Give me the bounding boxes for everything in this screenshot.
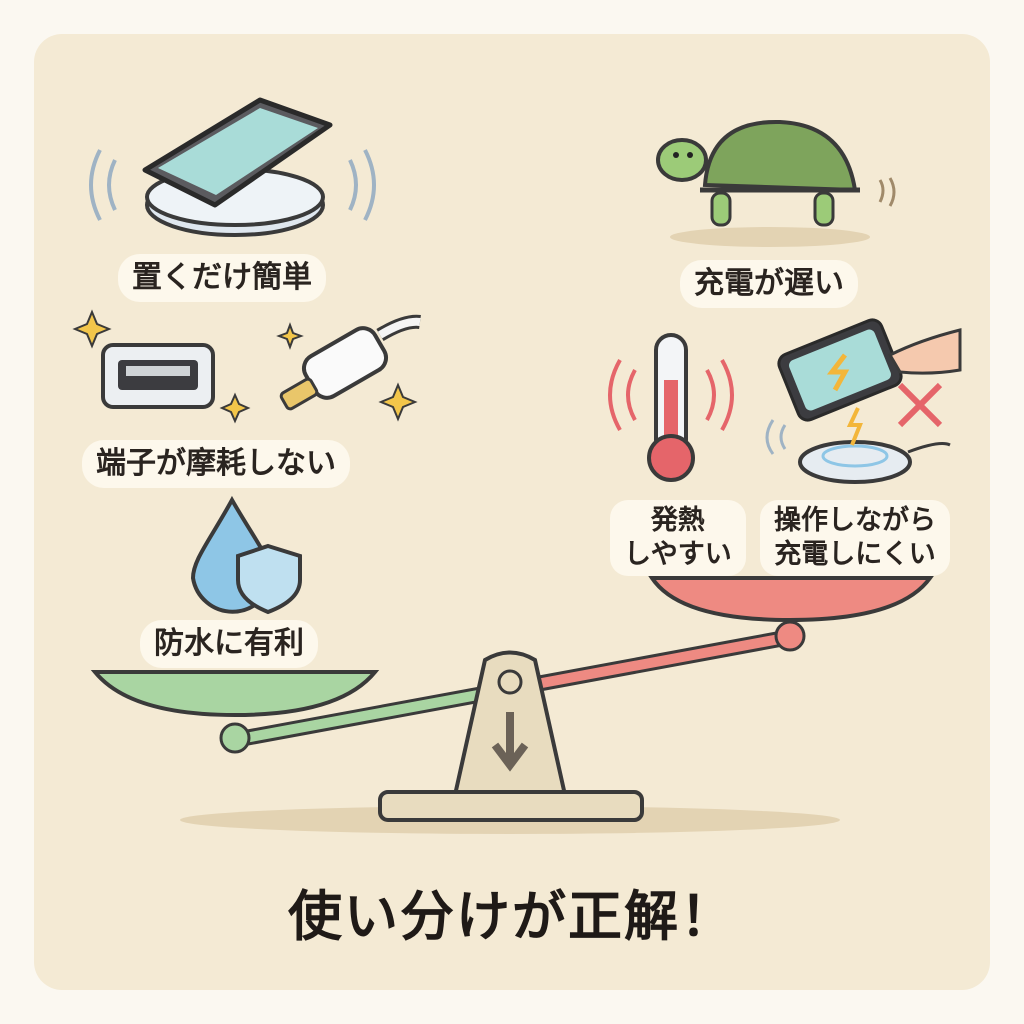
- down-arrow-icon: [491, 712, 529, 772]
- pro-label-easy: 置くだけ簡単: [118, 254, 326, 302]
- con-label-heat-line1: 発熱: [650, 505, 705, 536]
- phone-touch-cross-icon: [765, 318, 962, 484]
- sparkle-icons: [72, 309, 418, 424]
- right-pan: [648, 576, 934, 623]
- base: [378, 790, 644, 822]
- wireless-charger-icon: [89, 97, 376, 237]
- left-pan: [90, 670, 380, 718]
- turtle-icon: [656, 119, 896, 247]
- seesaw: [90, 576, 934, 822]
- conclusion-title: 使い分けが正解！: [288, 885, 736, 948]
- con-label-use-while-charging: 操作しながら 充電しにくい: [760, 500, 950, 576]
- con-label-heat-line2: しやすい: [624, 539, 732, 570]
- usb-port-icon: [101, 343, 215, 409]
- water-drop-shield-icon: [190, 495, 302, 615]
- pro-label-no-wear: 端子が摩耗しない: [82, 440, 350, 488]
- pro-label-waterproof: 防水に有利: [140, 620, 318, 668]
- thermometer-icon: [608, 333, 734, 482]
- lightning-cable-icon: [279, 314, 421, 411]
- con-label-slow: 充電が遅い: [680, 260, 858, 308]
- con-label-use-line2: 充電しにくい: [774, 539, 936, 570]
- con-label-heat: 発熱 しやすい: [610, 500, 746, 576]
- con-label-use-line1: 操作しながら: [774, 505, 936, 536]
